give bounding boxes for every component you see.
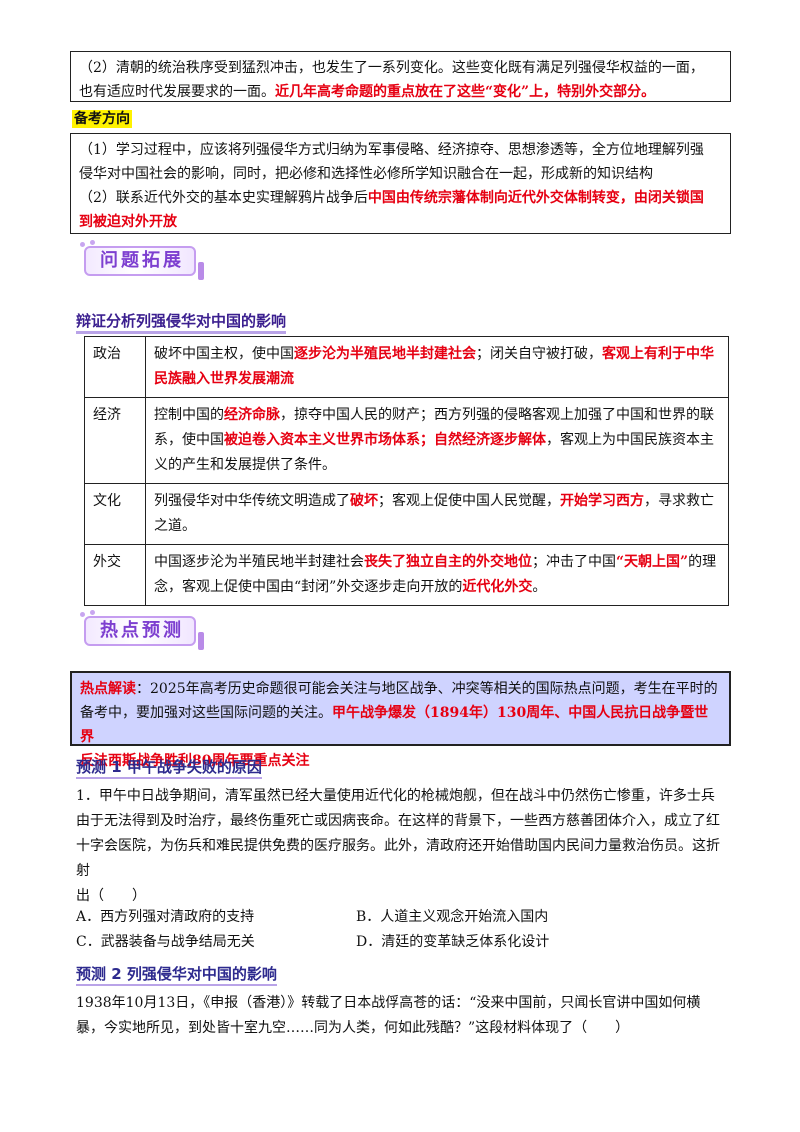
section-title-text: 辩证分析列强侵华对中国的影响 [76,312,287,330]
impact-table-row: 政治破坏中国主权，使中国逐步沦为半殖民地半封建社会；闭关自守被打破，客观上有利于… [84,336,729,398]
banner-dot [80,242,85,247]
impact-category: 经济 [84,397,146,484]
impact-highlight: 开始学习西方 [560,493,644,509]
banner-label: 热点预测 [100,620,184,641]
impact-text: ；闭关自守被打破， [476,346,602,362]
prediction-1-title-text: 预测 1 甲午战争失败的原因 [76,758,262,776]
impact-highlight: 客观上有利于中华民族融入世界发展潮流 [154,346,714,387]
impact-description: 破坏中国主权，使中国逐步沦为半殖民地半封建社会；闭关自守被打破，客观上有利于中华… [145,336,729,398]
banner-decoration [198,632,204,650]
impact-highlight: 被迫卷入资本主义世界市场体系；自然经济逐步解体 [224,432,546,448]
prediction-2-title-text: 预测 2 列强侵华对中国的影响 [76,965,277,983]
hot-line-1-text: ：2025年高考历史命题很可能会关注与地区战争、冲突等相关的国际热点问题，考生在… [136,681,718,697]
banner-dot [90,610,95,615]
top-note-line-1: （2）清朝的统治秩序受到猛烈冲击，也发生了一系列变化。这些变化既有满足列强侵华权… [79,60,704,76]
hotspot-interpretation-box: 热点解读：2025年高考历史命题很可能会关注与地区战争、冲突等相关的国际热点问题… [70,671,731,769]
prep-direction-tag: 备考方向 [72,110,132,128]
impact-category: 政治 [84,336,146,398]
material-line: 暴，今实地所见，到处皆十室九空……同为人类，何如此残酷？”这段材料体现了（ ） [76,1020,630,1036]
impact-text: ；冲击了中国 [532,554,616,570]
option-c[interactable]: C．武器装备与战争结局无关 [76,934,255,950]
impact-highlight: 破坏 [350,493,378,509]
impact-table-row: 经济控制中国的经济命脉，掠夺中国人民的财产；西方列强的侵略客观上加强了中国和世界… [84,397,729,484]
impact-text: 中国逐步沦为半殖民地半封建社会 [154,554,364,570]
impact-text: ，客观上为中国民族资本主义的产生和发展提供了条件。 [154,432,714,473]
section-title-dialectical: 辩证分析列强侵华对中国的影响 [76,310,287,334]
impact-highlight: 近代化外交 [462,579,533,595]
hotspot-forecast-banner: 热点预测 [76,610,206,654]
banner-decoration [198,262,204,280]
top-note-highlight: 近几年高考命题的重点放在了这些“变化”上，特别外交部分。 [275,84,656,100]
impact-table-row: 外交中国逐步沦为半殖民地半封建社会丧失了独立自主的外交地位；冲击了中国“天朝上国… [84,544,729,606]
prep-line-4: 到被迫对外开放 [79,214,177,230]
impact-text: 列强侵华对中华传统文明造成了 [154,493,350,509]
question-1-line: 十字会医院，为伤兵和难民提供免费的医疗服务。此外，清政府还开始借助国内民间力量救… [76,838,720,854]
impact-text: 破坏中国主权，使中国 [154,346,294,362]
banner-dot [90,240,95,245]
problem-extension-banner: 问题拓展 [76,240,206,284]
impact-category: 外交 [84,544,146,606]
option-d[interactable]: D．清廷的变革缺乏体系化设计 [356,934,550,950]
prep-line-3-plain: （2）联系近代外交的基本史实理解鸦片战争后 [79,190,368,206]
banner-dot [80,612,85,617]
question-1-line: 射 [76,863,90,879]
impact-table: 政治破坏中国主权，使中国逐步沦为半殖民地半封建社会；闭关自守被打破，客观上有利于… [84,336,729,606]
option-b[interactable]: B．人道主义观念开始流入国内 [356,909,549,925]
title-underline [76,777,262,779]
impact-text: ，掠夺中国人民的财产；西方列强的侵略客观上加强了中国和世界的联系，使中国 [154,407,714,448]
top-note-line-2: 也有适应时代发展要求的一面。近几年高考命题的重点放在了这些“变化”上，特别外交部… [79,80,722,104]
banner-label: 问题拓展 [100,250,184,271]
question-1: 1．甲午中日战争期间，清军虽然已经大量使用近代化的枪械炮舰，但在战斗中仍然伤亡惨… [76,784,736,909]
hot-tag: 热点解读 [80,681,136,697]
hot-line-3: 反法西斯战争胜利80周年要重点关注 [80,753,310,769]
prep-direction-box: （1）学习过程中，应该将列强侵华方式归纳为军事侵略、经济掠夺、思想渗透等，全方位… [70,133,731,234]
hot-line-2-plain: 备考中，要加强对这些国际问题的关注。 [80,705,332,721]
impact-description: 列强侵华对中华传统文明造成了破坏；客观上促使中国人民觉醒，开始学习西方，寻求救亡… [145,483,729,545]
impact-highlight: 经济命脉 [224,407,280,423]
impact-highlight: 丧失了独立自主的外交地位 [364,554,532,570]
top-note-box: （2）清朝的统治秩序受到猛烈冲击，也发生了一系列变化。这些变化既有满足列强侵华权… [70,51,731,102]
impact-text: 控制中国的 [154,407,224,423]
prediction-2-material: 1938年10月13日，《申报（香港）》转载了日本战俘高苍的话：“没来中国前，只… [76,991,736,1041]
impact-text: ，寻求救亡之道。 [154,493,714,534]
impact-highlight: 逐步沦为半殖民地半封建社会 [294,346,476,362]
impact-text: 的理念，客观上促使中国由“封闭”外交逐步走向开放的 [154,554,717,595]
question-1-line: 由于无法得到及时治疗，最终伤重死亡或因病丧命。在这样的背景下，一些西方慈善团体介… [76,813,720,829]
hot-line-2-highlight: 甲午战争爆发（1894年）130周年、中国人民抗日战争暨世界 [80,705,709,745]
impact-text: ；客观上促使中国人民觉醒， [378,493,560,509]
impact-highlight: “天朝上国” [616,554,689,570]
banner-frame: 问题拓展 [84,246,196,276]
prep-line-1: （1）学习过程中，应该将列强侵华方式归纳为军事侵略、经济掠夺、思想渗透等，全方位… [79,142,704,158]
impact-category: 文化 [84,483,146,545]
material-line: 1938年10月13日，《申报（香港）》转载了日本战俘高苍的话：“没来中国前，只… [76,995,701,1011]
hot-line-1: 热点解读：2025年高考历史命题很可能会关注与地区战争、冲突等相关的国际热点问题… [80,677,721,701]
question-1-line: 1．甲午中日战争期间，清军虽然已经大量使用近代化的枪械炮舰，但在战斗中仍然伤亡惨… [76,788,715,804]
impact-table-row: 文化列强侵华对中华传统文明造成了破坏；客观上促使中国人民觉醒，开始学习西方，寻求… [84,483,729,545]
impact-text: 。 [532,579,547,595]
top-note-plain: 也有适应时代发展要求的一面。 [79,84,275,100]
banner-frame: 热点预测 [84,616,196,646]
title-underline [76,331,287,334]
option-a[interactable]: A．西方列强对清政府的支持 [76,909,255,925]
prep-line-3-highlight: 中国由传统宗藩体制向近代外交体制转变，由闭关锁国 [367,190,704,206]
title-underline [76,984,277,986]
prediction-2-title: 预测 2 列强侵华对中国的影响 [76,963,277,986]
prep-line-3: （2）联系近代外交的基本史实理解鸦片战争后中国由传统宗藩体制向近代外交体制转变，… [79,186,722,210]
impact-description: 控制中国的经济命脉，掠夺中国人民的财产；西方列强的侵略客观上加强了中国和世界的联… [145,397,729,484]
prep-line-2: 侵华对中国社会的影响，同时，把必修和选择性必修所学知识融合在一起，形成新的知识结… [79,166,653,182]
impact-description: 中国逐步沦为半殖民地半封建社会丧失了独立自主的外交地位；冲击了中国“天朝上国”的… [145,544,729,606]
hot-line-2: 备考中，要加强对这些国际问题的关注。甲午战争爆发（1894年）130周年、中国人… [80,701,721,749]
prediction-1-title: 预测 1 甲午战争失败的原因 [76,756,262,779]
question-1-line: 出（ ） [76,888,146,904]
